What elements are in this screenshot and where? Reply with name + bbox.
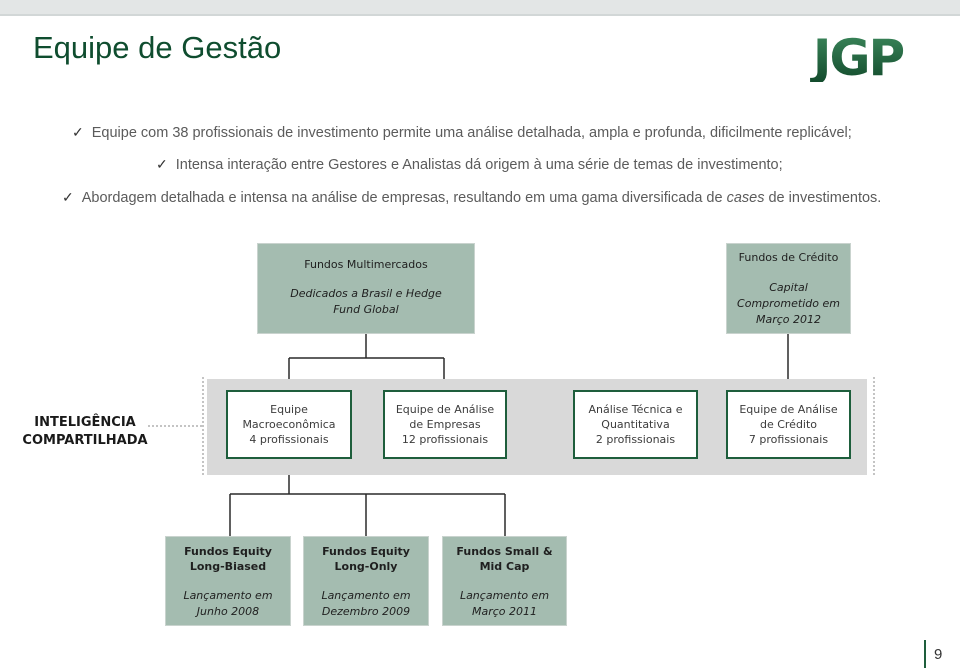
box-title: Fundos Small & Mid Cap: [456, 545, 553, 573]
bullet-text: Equipe com 38 profissionais de investime…: [91, 125, 852, 141]
box-subtitle: Dedicados a Brasil e Hedge Fund Global: [290, 287, 442, 316]
box-title: Fundos Multimercados: [304, 258, 428, 271]
page-title: Equipe de Gestão: [33, 30, 282, 65]
check-icon: ✓: [156, 156, 168, 172]
team-title: Equipe Macroeconômica: [242, 403, 336, 431]
box-fundos-multimercados: Fundos Multimercados Dedicados a Brasil …: [257, 243, 475, 334]
page-number: 9: [934, 646, 943, 663]
bullet-text: de investimentos.: [764, 190, 882, 206]
jgp-logo: JGP: [792, 30, 924, 82]
team-count: 12 profissionais: [401, 433, 489, 446]
top-bar: [0, 0, 960, 16]
team-macroeconomica: Equipe Macroeconômica 4 profissionais: [226, 390, 352, 459]
bullet-text: Intensa interação entre Gestores e Anali…: [175, 157, 783, 173]
box-subtitle: Capital Comprometido em Março 2012: [737, 281, 840, 326]
check-icon: ✓: [72, 124, 84, 140]
box-small-mid-cap: Fundos Small & Mid Cap Lançamento em Mar…: [442, 536, 567, 626]
bullet-item: ✓ Equipe com 38 profissionais de investim…: [72, 124, 852, 141]
box-subtitle: Lançamento em Dezembro 2009: [321, 589, 411, 618]
team-count: 7 profissionais: [748, 433, 829, 446]
team-count: 4 profissionais: [249, 433, 329, 446]
box-title: Fundos de Crédito: [738, 251, 839, 264]
page-number-divider: [924, 640, 926, 668]
check-icon: ✓: [62, 189, 74, 205]
box-equity-long-only: Fundos Equity Long-Only Lançamento em De…: [303, 536, 429, 626]
box-subtitle: Lançamento em Junho 2008: [183, 589, 273, 618]
team-title: Análise Técnica e Quantitativa: [588, 403, 683, 431]
team-analise-credito: Equipe de Análise de Crédito 7 profissio…: [726, 390, 851, 459]
box-fundos-de-credito: Fundos de Crédito Capital Comprometido e…: [726, 243, 851, 334]
box-equity-long-biased: Fundos Equity Long-Biased Lançamento em …: [165, 536, 291, 626]
team-count: 2 profissionais: [595, 433, 676, 446]
box-subtitle: Lançamento em Março 2011: [459, 589, 550, 618]
box-title: Fundos Equity Long-Biased: [184, 545, 272, 573]
team-analise-empresas: Equipe de Análise de Empresas 12 profiss…: [383, 390, 507, 459]
bullet-item: ✓ Abordagem detalhada e intensa na anális…: [62, 189, 881, 206]
bullet-item: ✓ Intensa interação entre Gestores e Anal…: [156, 156, 783, 173]
svg-text:JGP: JGP: [810, 30, 904, 82]
bullet-text-italic: cases: [726, 190, 765, 206]
team-analise-tecnica: Análise Técnica e Quantitativa 2 profiss…: [573, 390, 698, 459]
box-title: Fundos Equity Long-Only: [322, 545, 410, 573]
team-title: Equipe de Análise de Crédito: [739, 403, 838, 431]
bullet-text: Abordagem detalhada e intensa na análise…: [81, 190, 727, 206]
team-title: Equipe de Análise de Empresas: [395, 403, 495, 431]
shared-intelligence-label: INTELIGÊNCIA COMPARTILHADA: [22, 415, 148, 448]
